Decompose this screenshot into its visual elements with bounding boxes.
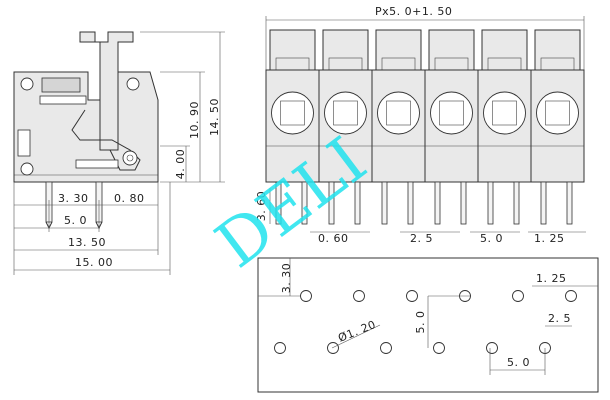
pcb-hole-bottom — [486, 342, 498, 354]
front-pin — [381, 181, 388, 225]
side-contact — [75, 159, 119, 169]
front-wire-entry — [430, 91, 473, 135]
side-view — [13, 31, 225, 275]
front-lever — [269, 29, 316, 71]
dim-overall-depth: 15. 00 — [75, 256, 113, 269]
front-wire-entry — [377, 91, 420, 135]
side-side-slot — [17, 129, 31, 157]
dim-height-base: 4. 00 — [174, 149, 187, 180]
pcb-layout — [257, 257, 599, 393]
side-wire-slot — [41, 77, 81, 93]
dim-front-edge: 1. 25 — [534, 232, 565, 245]
pcb-hole-top — [300, 290, 312, 302]
pcb-stagger: 2. 5 — [548, 312, 571, 325]
side-mount-hole-top — [20, 77, 34, 91]
dim-height-total: 14. 50 — [208, 98, 221, 136]
side-wire-channel — [39, 95, 87, 105]
pcb-hole-top — [565, 290, 577, 302]
pcb-edge-offset: 1. 25 — [536, 272, 567, 285]
front-lever — [534, 29, 581, 71]
side-lever — [79, 31, 134, 151]
side-spring — [71, 109, 141, 171]
front-pin — [275, 181, 282, 225]
dim-body-depth: 13. 50 — [68, 236, 106, 249]
front-lever — [481, 29, 528, 71]
dim-pin-length: 3. 60 — [255, 191, 268, 222]
dim-pin-spacing: 5. 0 — [64, 214, 87, 227]
front-wire-entry — [536, 91, 579, 135]
front-pin — [487, 181, 494, 225]
front-pin — [460, 181, 467, 225]
front-pin — [328, 181, 335, 225]
pcb-hole-bottom — [327, 342, 339, 354]
pcb-hole-top — [353, 290, 365, 302]
front-lever — [428, 29, 475, 71]
side-pivot-inner — [126, 154, 134, 162]
front-pole — [371, 69, 426, 183]
dim-height-body: 10. 90 — [188, 101, 201, 139]
pcb-hole-bottom — [380, 342, 392, 354]
dim-top-pitch: Px5. 0+1. 50 — [375, 5, 452, 18]
front-wire-entry — [324, 91, 367, 135]
pcb-row-offset: 3. 30 — [280, 263, 293, 294]
front-lever — [322, 29, 369, 71]
front-pin — [407, 181, 414, 225]
pcb-row-spacing: 5. 0 — [414, 311, 427, 334]
front-pin — [566, 181, 573, 225]
dim-front-offset: 2. 5 — [410, 232, 433, 245]
front-wire-entry — [483, 91, 526, 135]
front-lever — [375, 29, 422, 71]
front-wire-entry — [271, 91, 314, 135]
side-mount-hole-bottom — [20, 162, 34, 176]
pcb-hole-bottom — [433, 342, 445, 354]
front-pin — [434, 181, 441, 225]
dim-pin-width: 0. 80 — [114, 192, 145, 205]
side-pivot — [122, 150, 138, 166]
front-pin — [513, 181, 520, 225]
front-pin — [540, 181, 547, 225]
pcb-hole-bottom — [274, 342, 286, 354]
dim-pin-offset: 3. 30 — [58, 192, 89, 205]
pcb-hole-top — [512, 290, 524, 302]
side-mount-hole-right — [126, 77, 140, 91]
front-view — [265, 16, 586, 233]
front-pin — [301, 181, 308, 225]
front-pin — [354, 181, 361, 225]
dim-pin-thickness: 0. 60 — [318, 232, 349, 245]
pcb-hole-top — [406, 290, 418, 302]
dim-front-pitch: 5. 0 — [480, 232, 503, 245]
pcb-pitch: 5. 0 — [507, 356, 530, 369]
